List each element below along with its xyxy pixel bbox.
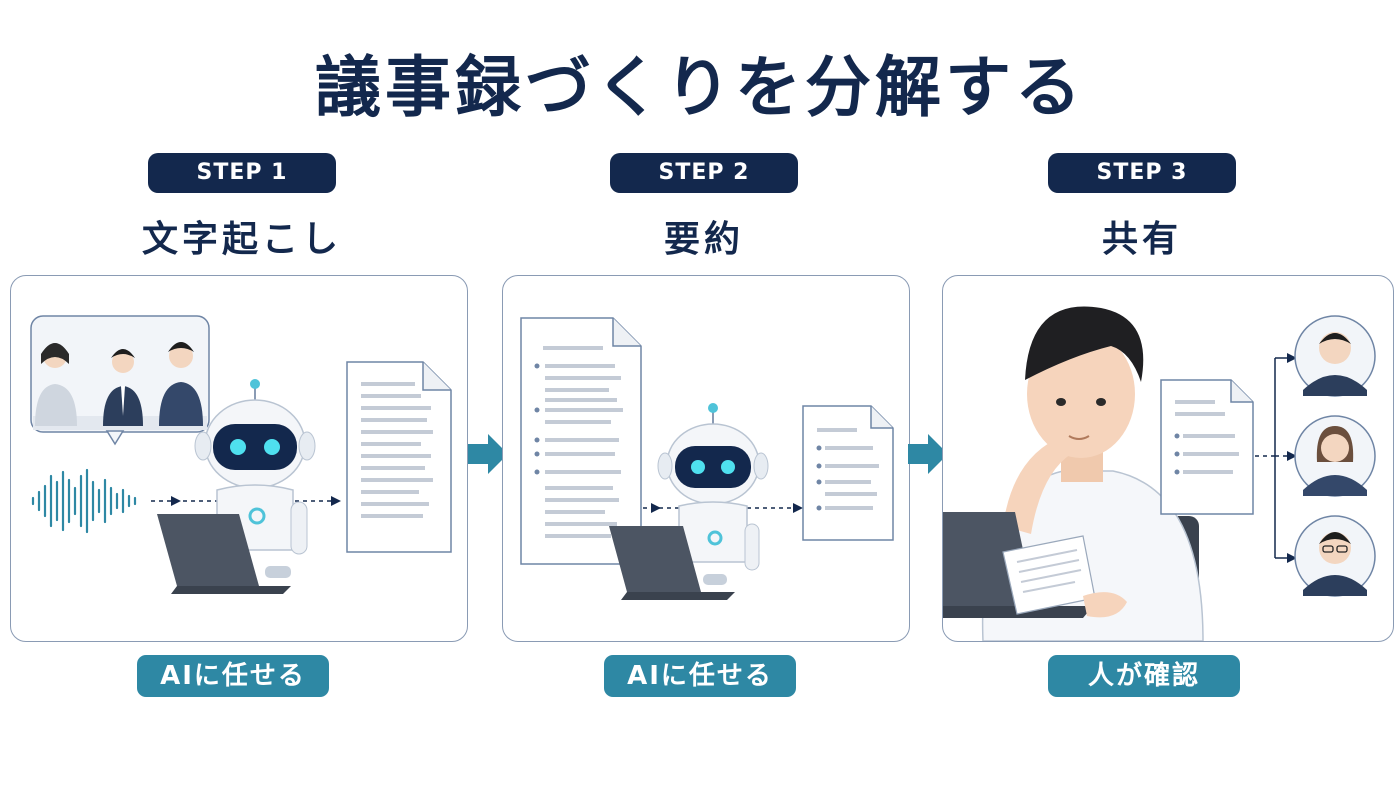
next-step-arrow-icon xyxy=(468,434,508,474)
shared-document-icon xyxy=(1160,379,1254,515)
step-1-panel xyxy=(10,275,468,642)
audio-waveform-icon xyxy=(31,468,137,534)
step-2-badge: STEP 2 xyxy=(610,153,798,193)
meeting-photo xyxy=(30,315,210,446)
recipient-avatar xyxy=(1294,315,1376,397)
step-1-badge: STEP 1 xyxy=(148,153,336,193)
step-2-name: 要約 xyxy=(663,219,744,260)
reviewer-person xyxy=(943,306,1204,641)
step-1-illustration xyxy=(30,315,452,594)
step-2-illustration xyxy=(520,317,894,600)
step-3-name: 共有 xyxy=(1101,219,1182,260)
page-title: 議事録づくりを分解する xyxy=(315,49,1085,126)
long-document-icon xyxy=(520,317,642,565)
step-2-panel xyxy=(502,275,910,642)
recipient-avatar xyxy=(1294,415,1376,497)
summary-document-icon xyxy=(802,405,894,541)
step-3-illustration xyxy=(943,306,1376,641)
step-3-role-tag: 人が確認 xyxy=(1048,655,1240,697)
step-2-role-tag: AIに任せる xyxy=(604,655,796,697)
ai-robot xyxy=(157,379,316,594)
transcript-document-icon xyxy=(346,361,452,553)
ai-robot xyxy=(609,403,769,600)
recipient-avatar xyxy=(1294,515,1376,597)
share-distribution-lines xyxy=(1255,353,1297,563)
step-3-panel xyxy=(942,275,1394,642)
step-1-role-tag: AIに任せる xyxy=(137,655,329,697)
next-step-arrow-icon xyxy=(908,434,948,474)
step-1-name: 文字起こし xyxy=(141,219,342,260)
step-3-badge: STEP 3 xyxy=(1048,153,1236,193)
